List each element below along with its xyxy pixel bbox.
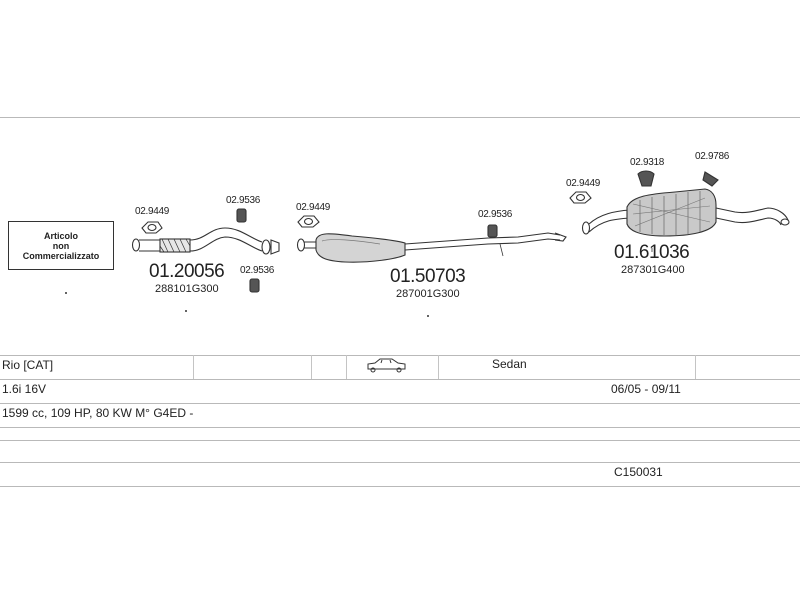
- table-rule: [0, 486, 800, 487]
- table-divider: [438, 355, 439, 379]
- hanger-rear-1-drawing[interactable]: [637, 170, 655, 187]
- rear-silencer-oe-number: 287301G400: [621, 264, 685, 276]
- table-rule: [0, 403, 800, 404]
- notice-line-1: Articolo: [43, 230, 78, 241]
- middle-silencer-drawing[interactable]: [296, 232, 567, 263]
- vehicle-engine-specs: 1599 cc, 109 HP, 80 KW M° G4ED -: [2, 406, 194, 420]
- table-divider: [193, 355, 194, 379]
- hanger-rear-2-drawing[interactable]: [702, 171, 719, 187]
- hanger-rear-1-label: 02.9318: [630, 157, 665, 168]
- front-pipe-part-number[interactable]: 01.20056: [149, 261, 225, 282]
- gasket-front-label: 02.9449: [135, 206, 170, 217]
- rear-silencer-part-number[interactable]: 01.61036: [614, 242, 690, 263]
- gasket-middle-drawing[interactable]: [297, 215, 320, 228]
- notice-line-3: Commercializzato: [22, 250, 100, 261]
- table-divider: [695, 355, 696, 379]
- notice-line-2: non: [52, 240, 70, 251]
- middle-silencer-oe-number: 287001G300: [396, 288, 460, 300]
- table-rule: [0, 379, 800, 380]
- front-pipe-oe-number: 288101G300: [155, 283, 219, 295]
- rear-silencer-drawing[interactable]: [581, 188, 790, 252]
- vehicle-catalog-code: C150031: [614, 465, 663, 479]
- vehicle-body-type: Sedan: [492, 357, 527, 371]
- table-rule: [0, 355, 800, 356]
- table-rule: [0, 462, 800, 463]
- gasket-middle-label: 02.9449: [296, 202, 331, 213]
- vehicle-engine: 1.6i 16V: [2, 382, 47, 396]
- middle-silencer-part-number[interactable]: 01.50703: [390, 266, 466, 287]
- table-rule: [0, 440, 800, 441]
- hanger-front-bottom-label: 02.9536: [240, 265, 275, 276]
- table-rule: [0, 427, 800, 428]
- table-divider: [311, 355, 312, 379]
- gasket-rear-drawing[interactable]: [569, 191, 592, 204]
- gasket-front-drawing[interactable]: [141, 221, 163, 234]
- hanger-middle-label: 02.9536: [478, 209, 513, 220]
- not-available-notice: Articolo non Commercializzato: [8, 221, 114, 270]
- diagram-top-border: [0, 117, 800, 118]
- gasket-rear-label: 02.9449: [566, 178, 601, 189]
- front-pipe-drawing[interactable]: [131, 227, 280, 255]
- hanger-middle-drawing[interactable]: [487, 224, 498, 238]
- vehicle-model: Rio [CAT]: [2, 358, 54, 372]
- vehicle-production-dates: 06/05 - 09/11: [611, 382, 681, 396]
- hanger-rear-2-label: 02.9786: [695, 151, 730, 162]
- table-divider: [346, 355, 347, 379]
- hanger-front-top-drawing[interactable]: [236, 208, 247, 223]
- hanger-front-top-label: 02.9536: [226, 195, 261, 206]
- hanger-front-bottom-drawing[interactable]: [249, 278, 260, 293]
